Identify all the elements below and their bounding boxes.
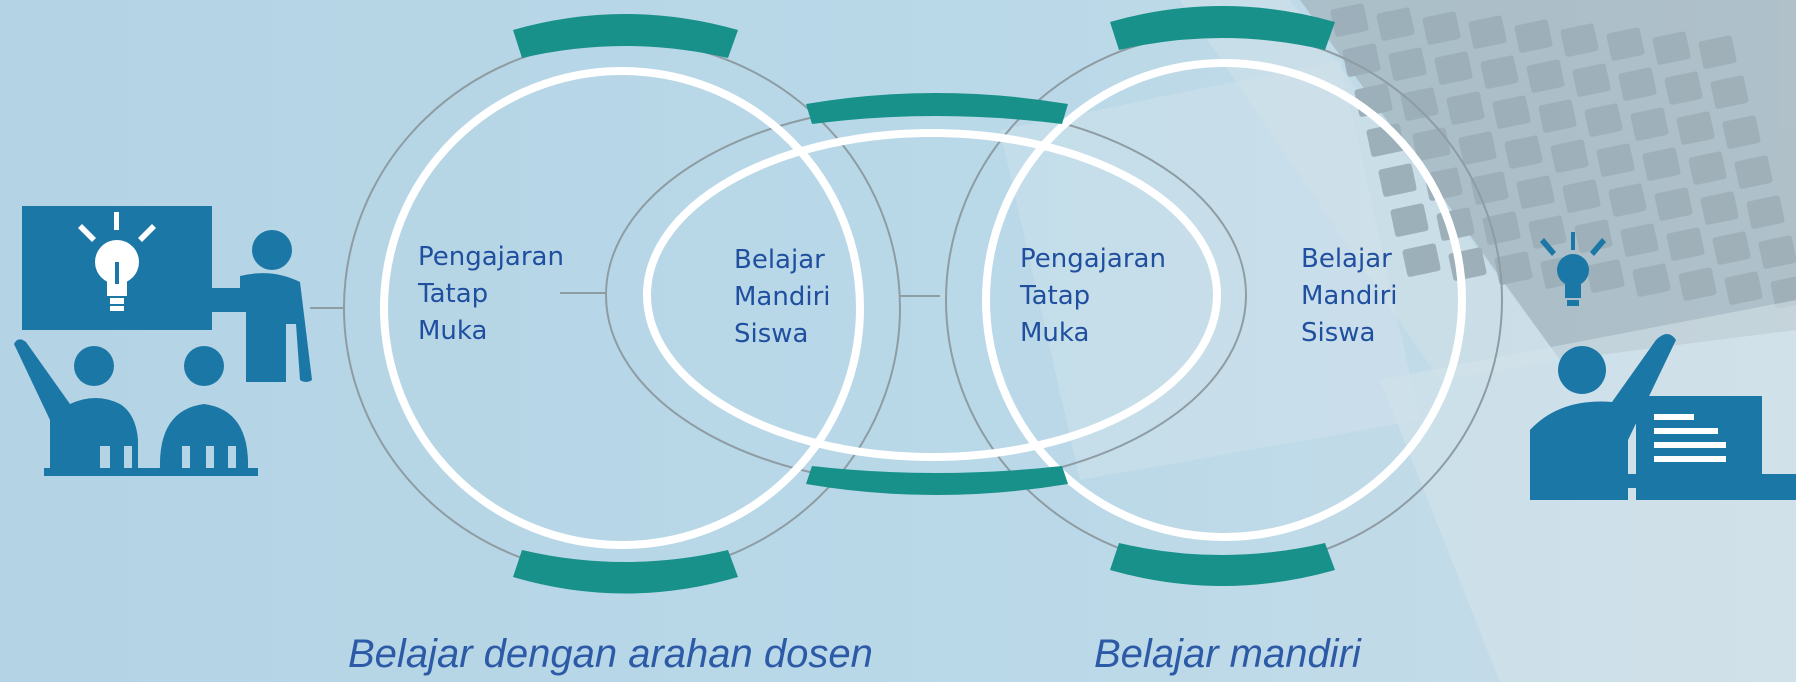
- keyboard-key: [1516, 175, 1555, 209]
- keyboard-key: [1676, 111, 1715, 145]
- keyboard-key: [1586, 259, 1625, 293]
- arc-center-bottom: [806, 466, 1068, 495]
- keyboard-key: [1632, 263, 1671, 297]
- keyboard-key: [1652, 31, 1691, 65]
- keyboard-key: [1642, 147, 1681, 181]
- keyboard-key: [1712, 231, 1751, 265]
- keyboard-key: [1446, 91, 1485, 125]
- label-line: Tatap: [1020, 281, 1091, 311]
- keyboard-key: [1458, 131, 1497, 165]
- keyboard-key: [1560, 23, 1599, 57]
- keyboard-key: [1700, 191, 1739, 225]
- keyboard-key: [1492, 95, 1531, 129]
- keyboard-key: [1630, 107, 1669, 141]
- left-circle-label: Pengajaran Tatap Muka: [418, 239, 564, 350]
- keyboard-key: [1678, 267, 1717, 301]
- arc-right-top: [1110, 6, 1335, 50]
- center-right-label: Pengajaran Tatap Muka: [1020, 241, 1166, 352]
- keyboard-key: [1388, 47, 1427, 81]
- keyboard-key: [1482, 211, 1521, 245]
- keyboard-key: [1400, 87, 1439, 121]
- keyboard-key: [1528, 215, 1567, 249]
- label-line: Mandiri: [734, 282, 831, 312]
- keyboard-key: [1666, 227, 1705, 261]
- keyboard-key: [1494, 251, 1533, 285]
- caption-left: Belajar dengan arahan dosen: [348, 632, 873, 676]
- keyboard-key: [1550, 139, 1589, 173]
- keyboard-key: [1770, 275, 1796, 309]
- right-circle-label: Belajar Mandiri Siswa: [1301, 241, 1397, 352]
- keyboard-key: [1664, 71, 1703, 105]
- keyboard-key: [1504, 135, 1543, 169]
- keyboard-key: [1468, 15, 1507, 49]
- label-line: Mandiri: [1301, 281, 1398, 311]
- keyboard-key: [1526, 59, 1565, 93]
- arc-center-top: [806, 93, 1068, 124]
- left-circle-ring: [380, 67, 864, 549]
- keyboard-key: [1596, 143, 1635, 177]
- keyboard-key: [1746, 195, 1785, 229]
- keyboard-key: [1330, 3, 1369, 37]
- label-line: Siswa: [1301, 318, 1376, 348]
- keyboard-key: [1654, 187, 1693, 221]
- keyboard-key: [1538, 99, 1577, 133]
- center-left-label: Belajar Mandiri Siswa: [734, 242, 830, 353]
- keyboard-key: [1724, 271, 1763, 305]
- label-line: Muka: [418, 316, 488, 346]
- keyboard-key: [1710, 75, 1749, 109]
- keyboard-key: [1758, 235, 1796, 269]
- label-line: Belajar: [734, 245, 825, 275]
- keyboard-key: [1376, 7, 1415, 41]
- arc-right-bottom: [1110, 543, 1335, 586]
- keyboard-key: [1608, 183, 1647, 217]
- keyboard-key: [1620, 223, 1659, 257]
- label-line: Siswa: [734, 319, 809, 349]
- keyboard-key: [1688, 151, 1727, 185]
- keyboard-key: [1514, 19, 1553, 53]
- keyboard-key: [1390, 203, 1429, 237]
- label-line: Muka: [1020, 318, 1090, 348]
- keyboard-key: [1342, 43, 1381, 77]
- center-oval-ring: [643, 129, 1221, 461]
- keyboard-key: [1572, 63, 1611, 97]
- ring-group: [310, 31, 1503, 577]
- label-line: Pengajaran: [418, 242, 564, 272]
- keyboard-key: [1378, 163, 1417, 197]
- label-line: Belajar: [1301, 244, 1392, 274]
- label-line: Tatap: [418, 279, 489, 309]
- student-raising-hand-icon: [1530, 232, 1796, 500]
- keyboard-key: [1434, 51, 1473, 85]
- caption-right: Belajar mandiri: [1094, 632, 1361, 676]
- keyboard-key: [1412, 127, 1451, 161]
- keyboard-key: [1618, 67, 1657, 101]
- right-circle-ring: [982, 59, 1466, 541]
- label-line: Pengajaran: [1020, 244, 1166, 274]
- keyboard-key: [1584, 103, 1623, 137]
- keyboard-key: [1722, 115, 1761, 149]
- arc-left-bottom: [513, 550, 738, 594]
- keyboard-key: [1480, 55, 1519, 89]
- keyboard-key: [1562, 179, 1601, 213]
- teacher-presenting-icon: [14, 206, 312, 476]
- keyboard-key: [1402, 243, 1441, 277]
- keyboard-key: [1606, 27, 1645, 61]
- teal-arcs: [513, 6, 1335, 594]
- keyboard-key: [1422, 11, 1461, 45]
- keyboard-key: [1734, 155, 1773, 189]
- keyboard-key: [1698, 35, 1737, 69]
- arc-left-top: [513, 14, 738, 58]
